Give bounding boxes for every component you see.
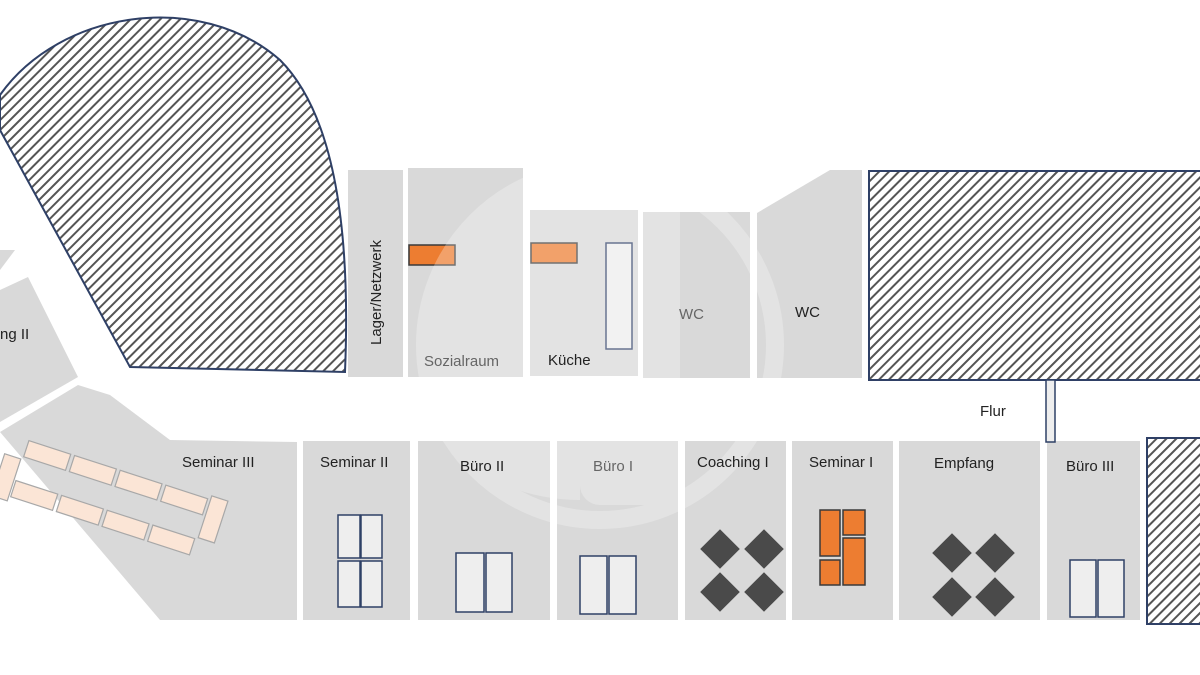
label-seminar-2: Seminar II	[320, 454, 388, 471]
seminar-3-tables	[0, 439, 229, 556]
blocked-area-bottom-right	[1146, 437, 1200, 625]
watermark-logo	[416, 161, 784, 529]
blocked-area-right	[868, 170, 1200, 381]
buero-3-desks	[1069, 559, 1125, 618]
desk-kueche	[530, 242, 578, 264]
room-wc-1	[643, 212, 750, 378]
room-seminar-3	[0, 385, 297, 620]
room-left-top	[0, 250, 15, 270]
label-buero-1: Büro I	[593, 458, 633, 475]
label-seminar-3: Seminar III	[182, 454, 255, 471]
label-coaching-1: Coaching I	[697, 454, 769, 471]
room-lager	[348, 170, 403, 377]
label-seminar-1: Seminar I	[809, 454, 873, 471]
label-empfang: Empfang	[934, 455, 994, 472]
seminar-1-desks	[819, 509, 866, 586]
label-buero-3: Büro III	[1066, 458, 1114, 475]
room-wc-2	[757, 170, 862, 378]
label-buero-2: Büro II	[460, 458, 504, 475]
room-sozialraum	[408, 168, 523, 377]
kitchen-counter	[605, 242, 633, 350]
label-wc-2: WC	[795, 304, 820, 321]
label-sozialraum: Sozialraum	[424, 353, 499, 370]
coaching-1-tables	[700, 529, 784, 612]
label-flur: Flur	[980, 403, 1006, 420]
label-lager: Lager/Netzwerk	[368, 239, 385, 345]
blocked-area-curved	[0, 16, 348, 374]
buero-1-desks	[579, 555, 637, 615]
corridor-pillar	[1045, 379, 1056, 443]
label-wc-1: WC	[679, 306, 704, 323]
desk-sozialraum	[408, 244, 456, 266]
room-empfang	[899, 441, 1040, 620]
buero-2-desks	[455, 552, 513, 613]
label-kueche: Küche	[548, 352, 591, 369]
empfang-tables	[932, 533, 1015, 617]
label-coaching-2: ng II	[0, 326, 29, 343]
room-coaching-2	[0, 277, 78, 422]
seminar-2-desks	[337, 514, 383, 608]
